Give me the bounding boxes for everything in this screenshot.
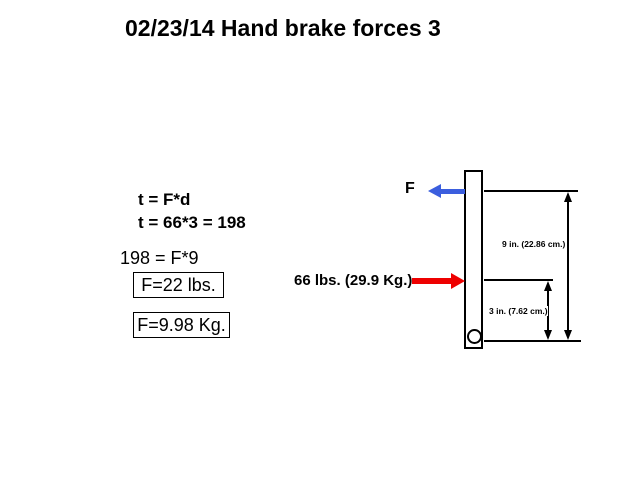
applied-force-label: 66 lbs. (29.9 Kg.) [294,272,413,289]
force-f-label: F [405,180,415,197]
equation-force: 198 = F*9 [120,248,199,268]
dimension-arrow-3in-down-icon [544,330,552,340]
equation-torque-calculation: t = 66*3 = 198 [138,213,246,232]
dimension-arrow-3in [547,286,549,336]
dimension-label-3in: 3 in. (7.62 cm.) [489,306,548,316]
slide-title: 02/23/14 Hand brake forces 3 [125,15,441,41]
pivot-circle [467,329,482,344]
dimension-arrow-3in-up-icon [544,281,552,291]
dimension-label-9in: 9 in. (22.86 cm.) [502,239,566,249]
force-arrow-left-icon [440,189,465,194]
applied-force-arrow-icon [412,278,452,284]
dimension-arrow-9in-up-icon [564,192,572,202]
equation-torque-formula: t = F*d [138,190,191,209]
bottom-reference-line [484,340,581,342]
middle-reference-line [484,279,553,281]
result-box-kilograms: F=9.98 Kg. [133,312,230,338]
dimension-arrow-9in-down-icon [564,330,572,340]
top-reference-line [484,190,578,192]
applied-force-arrow-head-icon [451,273,465,289]
result-box-pounds: F=22 lbs. [133,272,224,298]
force-arrow-left-head-icon [428,184,441,198]
lever-bar [464,170,483,349]
dimension-arrow-9in [567,196,569,336]
